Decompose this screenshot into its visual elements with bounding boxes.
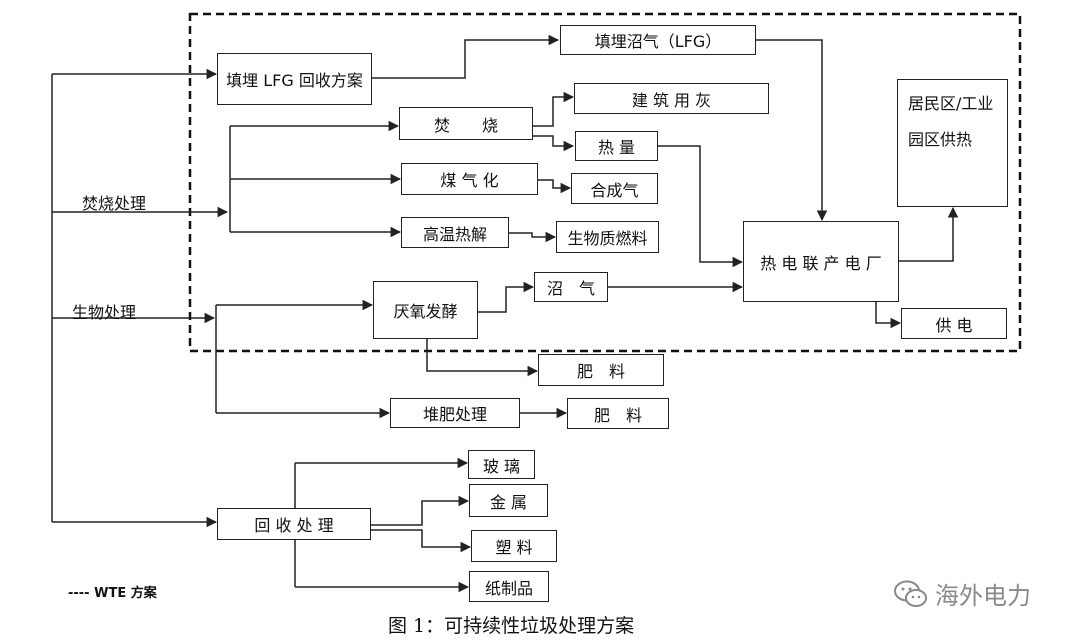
biological-treatment-label: 生物处理: [72, 303, 137, 322]
fertilizer-node-2: 肥 料: [567, 398, 669, 429]
wte-legend: ---- WTE 方案: [68, 586, 157, 601]
landfill-gas-node: 填埋沼气（LFG）: [560, 25, 756, 55]
lfg-recovery-plan-node: 填埋 LFG 回收方案: [217, 53, 372, 105]
metal-node: 金 属: [469, 484, 548, 517]
watermark-text: 海外电力: [935, 582, 1031, 610]
pyrolysis-node: 高温热解: [401, 217, 509, 248]
figure-caption: 图 1：可持续性垃圾处理方案: [388, 615, 635, 637]
gasification-node: 煤 气 化: [401, 163, 538, 195]
recycling-node: 回 收 处 理: [217, 508, 371, 540]
wechat-icon: [894, 580, 927, 607]
composting-node: 堆肥处理: [390, 398, 520, 428]
glass-node: 玻 璃: [468, 450, 535, 479]
fertilizer-node-1: 肥 料: [538, 354, 664, 386]
heat-node: 热 量: [575, 131, 658, 161]
syngas-node: 合成气: [571, 173, 658, 204]
biofuel-node: 生物质燃料: [556, 221, 659, 253]
biogas-node: 沼 气: [534, 272, 608, 302]
incineration-treatment-label: 焚烧处理: [82, 194, 147, 213]
anaerobic-digestion-node: 厌氧发酵: [373, 281, 478, 339]
chp-plant-node: 热 电 联 产 电 厂: [743, 221, 899, 302]
wte-boundary: [188, 12, 1022, 353]
paper-products-node: 纸制品: [469, 571, 549, 602]
building-ash-node: 建 筑 用 灰: [574, 83, 769, 114]
plastic-node: 塑 料: [471, 530, 557, 562]
power-supply-node: 供 电: [901, 308, 1007, 339]
watermark: 海外电力: [893, 576, 1031, 611]
heating-supply-node: 居民区/工业园区供热: [897, 79, 1008, 207]
incineration-node: 焚 烧: [399, 107, 533, 140]
